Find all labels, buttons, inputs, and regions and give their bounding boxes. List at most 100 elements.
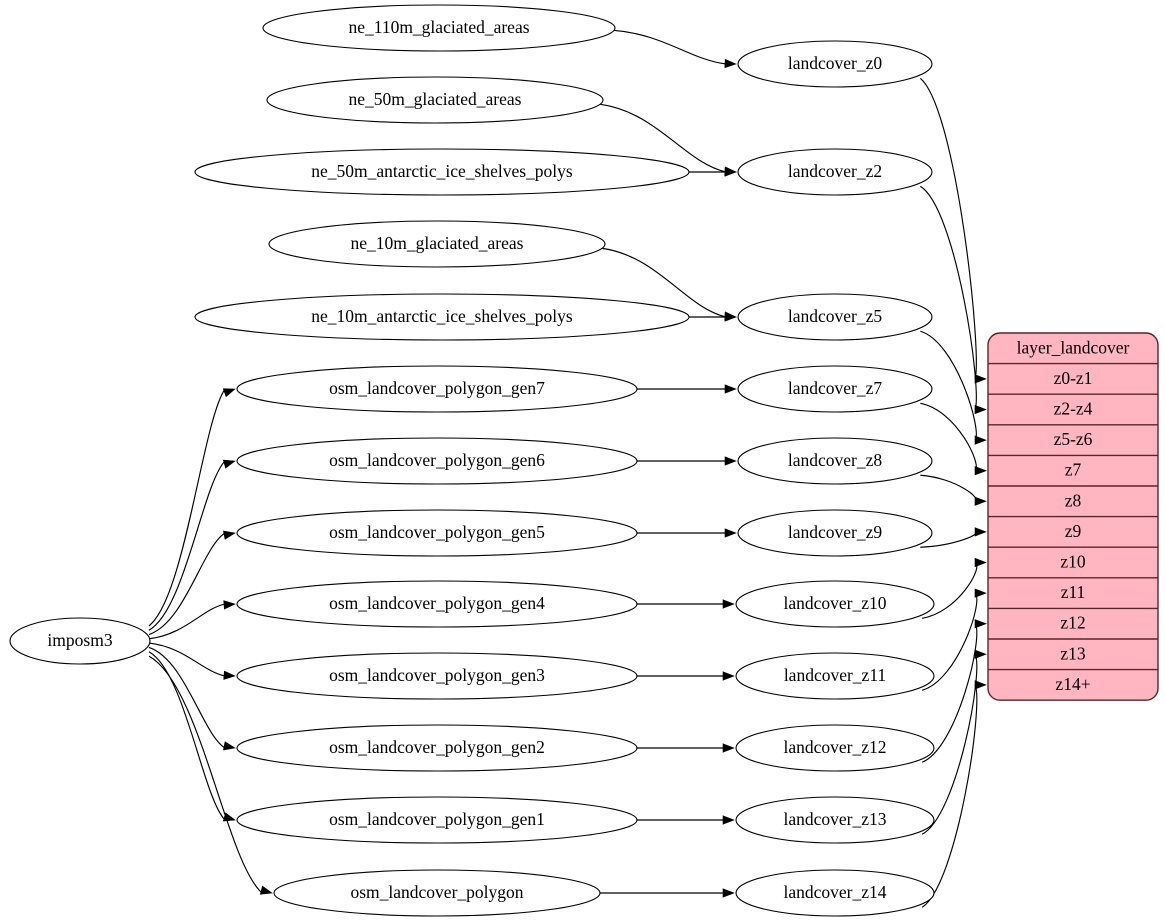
node-label: ne_10m_antarctic_ice_shelves_polys xyxy=(311,306,573,326)
node-shape xyxy=(236,724,638,772)
edge-arrowhead xyxy=(974,557,987,568)
node-landcover_z11[interactable]: landcover_z11 xyxy=(735,652,935,700)
edge-arrowhead xyxy=(722,815,735,825)
table-row-label: z5-z6 xyxy=(1054,429,1093,449)
edge-imposm3-to-osm_landcover_polygon_gen3 xyxy=(148,642,226,677)
table-row-label: z0-z1 xyxy=(1054,368,1093,388)
node-osm_landcover_polygon_gen1[interactable]: osm_landcover_polygon_gen1 xyxy=(236,796,638,844)
node-shape xyxy=(737,365,933,413)
edge-landcover_z13-to-layer_landcover_row_z13 xyxy=(921,653,978,835)
node-landcover_z8[interactable]: landcover_z8 xyxy=(737,437,933,485)
edge-imposm3-to-osm_landcover_polygon_gen4 xyxy=(148,603,226,640)
table-row-label: z11 xyxy=(1061,582,1086,602)
node-label: imposm3 xyxy=(47,630,112,650)
edge-arrowhead xyxy=(974,374,987,384)
node-imposm3[interactable]: imposm3 xyxy=(9,617,151,665)
node-ne_110m_glaciated_areas[interactable]: ne_110m_glaciated_areas xyxy=(262,4,616,52)
node-label: ne_50m_antarctic_ice_shelves_polys xyxy=(311,161,573,181)
node-osm_landcover_polygon_gen5[interactable]: osm_landcover_polygon_gen5 xyxy=(236,509,638,557)
node-label: landcover_z9 xyxy=(788,522,883,542)
table-row-label: z7 xyxy=(1065,460,1082,480)
edge-arrowhead xyxy=(223,600,236,610)
edge-arrowhead xyxy=(974,588,987,598)
edge-arrowhead xyxy=(974,649,987,659)
node-shape xyxy=(236,796,638,844)
edge-landcover_z2-to-layer_landcover_row_z2-z4 xyxy=(920,185,977,410)
node-landcover_z9[interactable]: landcover_z9 xyxy=(737,509,933,557)
node-landcover_z7[interactable]: landcover_z7 xyxy=(737,365,933,413)
table-row-label: z10 xyxy=(1060,552,1086,572)
edge-ne_10m_glaciated_areas-to-landcover_z5 xyxy=(602,247,727,318)
node-shape xyxy=(236,652,638,700)
table-header-label: layer_landcover xyxy=(1017,337,1130,357)
node-shape xyxy=(262,4,616,52)
edge-landcover_z8-to-layer_landcover_row_z8 xyxy=(920,474,977,502)
edge-arrowhead xyxy=(222,459,236,469)
edge-arrowhead xyxy=(974,466,987,476)
edge-arrowhead xyxy=(724,528,737,538)
node-label: osm_landcover_polygon_gen1 xyxy=(329,809,545,829)
edge-landcover_z0-to-layer_landcover_row_z0-z1 xyxy=(919,77,977,380)
node-label: landcover_z2 xyxy=(788,161,882,181)
node-shape xyxy=(273,869,601,917)
edge-landcover_z14-to-layer_landcover_row_z14+ xyxy=(921,684,978,908)
node-landcover_z0[interactable]: landcover_z0 xyxy=(737,40,933,88)
node-ne_50m_antarctic_ice_shelves_polys[interactable]: ne_50m_antarctic_ice_shelves_polys xyxy=(194,148,690,196)
node-osm_landcover_polygon[interactable]: osm_landcover_polygon xyxy=(273,869,601,917)
edge-arrowhead xyxy=(223,670,236,680)
edge-imposm3-to-osm_landcover_polygon xyxy=(148,655,263,894)
node-osm_landcover_polygon_gen6[interactable]: osm_landcover_polygon_gen6 xyxy=(236,437,638,485)
edge-arrowhead xyxy=(722,599,735,609)
node-shape xyxy=(735,869,935,917)
table-row-label: z9 xyxy=(1065,521,1082,541)
edge-arrowhead xyxy=(974,680,987,690)
edge-arrowhead xyxy=(722,888,735,898)
node-shape xyxy=(735,724,935,772)
table-row-label: z13 xyxy=(1060,643,1086,663)
node-osm_landcover_polygon_gen3[interactable]: osm_landcover_polygon_gen3 xyxy=(236,652,638,700)
node-shape xyxy=(735,580,935,628)
node-shape xyxy=(194,148,690,196)
edge-imposm3-to-osm_landcover_polygon_gen1 xyxy=(148,651,226,821)
node-shape xyxy=(737,148,933,196)
node-ne_10m_antarctic_ice_shelves_polys[interactable]: ne_10m_antarctic_ice_shelves_polys xyxy=(194,293,690,341)
node-landcover_z10[interactable]: landcover_z10 xyxy=(735,580,935,628)
node-ne_10m_glaciated_areas[interactable]: ne_10m_glaciated_areas xyxy=(268,220,606,268)
edge-arrowhead xyxy=(974,619,987,629)
node-label: osm_landcover_polygon_gen2 xyxy=(329,737,545,757)
node-shape xyxy=(236,580,638,628)
node-label: ne_50m_glaciated_areas xyxy=(349,89,522,109)
edge-arrowhead xyxy=(223,741,236,751)
node-landcover_z14[interactable]: landcover_z14 xyxy=(735,869,935,917)
node-label: ne_110m_glaciated_areas xyxy=(348,17,529,37)
node-osm_landcover_polygon_gen7[interactable]: osm_landcover_polygon_gen7 xyxy=(236,365,638,413)
node-label: osm_landcover_polygon_gen7 xyxy=(329,378,545,398)
node-shape xyxy=(735,796,935,844)
node-shape xyxy=(737,40,933,88)
edge-landcover_z5-to-layer_landcover_row_z5-z6 xyxy=(920,330,977,441)
edge-imposm3-to-osm_landcover_polygon_gen2 xyxy=(148,646,226,749)
node-landcover_z5[interactable]: landcover_z5 xyxy=(737,293,933,341)
node-landcover_z12[interactable]: landcover_z12 xyxy=(735,724,935,772)
table-row-label: z14+ xyxy=(1055,674,1090,694)
node-osm_landcover_polygon_gen2[interactable]: osm_landcover_polygon_gen2 xyxy=(236,724,638,772)
edge-arrowhead xyxy=(724,58,737,69)
node-shape xyxy=(737,437,933,485)
node-label: landcover_z13 xyxy=(783,809,886,829)
node-layer: imposm3 ne_110m_glaciated_areas ne_50m_gla… xyxy=(9,4,935,917)
node-landcover_z13[interactable]: landcover_z13 xyxy=(735,796,935,844)
node-landcover_z2[interactable]: landcover_z2 xyxy=(737,148,933,196)
node-label: landcover_z7 xyxy=(788,378,883,398)
edge-landcover_z12-to-layer_landcover_row_z12 xyxy=(921,623,978,763)
edge-imposm3-to-osm_landcover_polygon_gen7 xyxy=(148,388,226,627)
node-label: osm_landcover_polygon_gen4 xyxy=(329,593,545,613)
node-osm_landcover_polygon_gen4[interactable]: osm_landcover_polygon_gen4 xyxy=(236,580,638,628)
node-shape xyxy=(268,220,606,268)
table-row-label: z8 xyxy=(1065,490,1082,510)
node-ne_50m_glaciated_areas[interactable]: ne_50m_glaciated_areas xyxy=(266,76,604,124)
table-row-label: z2-z4 xyxy=(1054,399,1093,419)
node-shape xyxy=(194,293,690,341)
edge-ne_110m_glaciated_areas-to-landcover_z0 xyxy=(612,29,727,65)
